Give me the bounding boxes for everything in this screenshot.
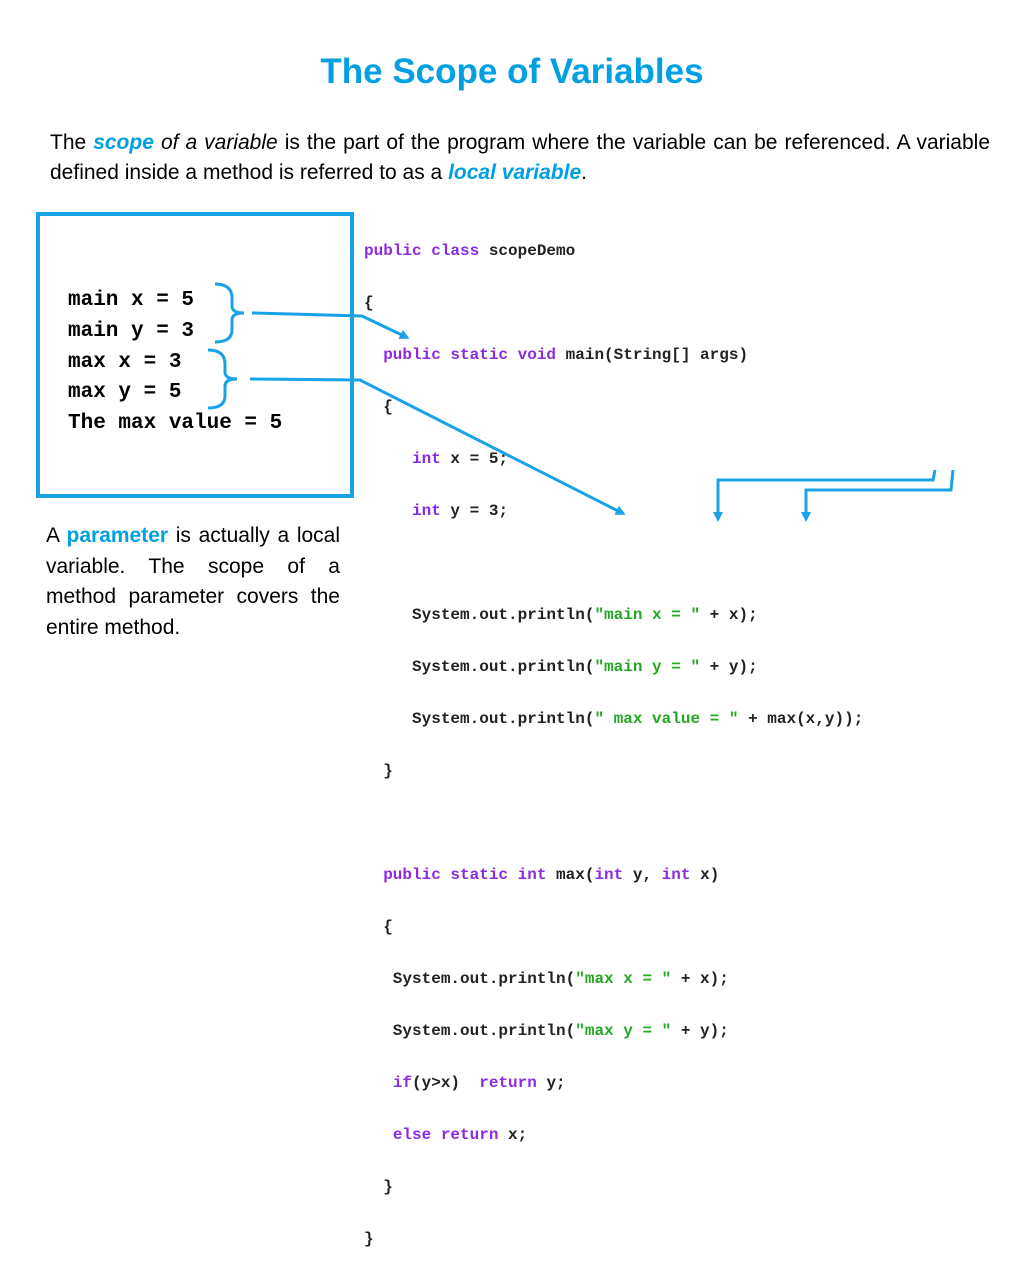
code-string: "main x = " bbox=[594, 606, 701, 624]
output-line: main x = 5 bbox=[68, 289, 195, 312]
output-line: max y = 5 bbox=[68, 381, 182, 405]
code-text: main(String[] args) bbox=[556, 346, 749, 364]
code-line: } bbox=[364, 1230, 374, 1248]
local-variable-keyword: local variable bbox=[448, 161, 582, 184]
code-line: { bbox=[364, 918, 393, 936]
arrow-x-to-param-y bbox=[713, 469, 937, 522]
code-text: y = 3; bbox=[440, 502, 509, 520]
intro-text-1: The bbox=[50, 131, 94, 154]
arrow-y-to-param-x bbox=[801, 469, 955, 522]
intro-text-3: is the part of the program where the var… bbox=[50, 131, 990, 184]
param-text-1: A bbox=[46, 524, 67, 547]
annotation-arrows bbox=[207, 282, 955, 522]
code-keyword: return bbox=[479, 1074, 537, 1092]
of-a-variable-text: of a variable bbox=[160, 131, 278, 154]
code-keyword: int bbox=[412, 450, 441, 468]
scope-keyword: scope bbox=[93, 131, 154, 154]
code-line: } bbox=[364, 1178, 393, 1196]
parameter-keyword: parameter bbox=[66, 524, 169, 547]
code-string: "max y = " bbox=[575, 1022, 672, 1040]
intro-text-4: . bbox=[581, 161, 587, 184]
code-keyword: int bbox=[594, 866, 624, 884]
code-keyword: if bbox=[392, 1074, 413, 1092]
parameter-note: A parameter is actually a local variable… bbox=[46, 521, 340, 643]
code-line: { bbox=[364, 398, 393, 416]
output-line: The max value = 5 bbox=[68, 412, 283, 436]
code-keyword: int bbox=[661, 866, 691, 884]
output-line: main y = 3 bbox=[68, 319, 195, 343]
code-line-main-signature: public static void main(String[] args) bbox=[364, 342, 863, 368]
code-line-int-x: int x = 5; bbox=[364, 446, 863, 472]
arrow-main-to-locals bbox=[251, 311, 410, 339]
code-line-println: System.out.println("max x = " + x); bbox=[364, 970, 729, 988]
code-line-println: System.out.println("max y = " + y); bbox=[364, 1022, 729, 1040]
param-text-2: is actually a local variable. The scope … bbox=[46, 524, 341, 639]
intro-paragraph: The scope of a variable is the part of t… bbox=[50, 128, 990, 188]
brace-main-icon bbox=[214, 282, 245, 344]
code-keyword: public static int bbox=[383, 866, 547, 884]
program-output: main x = 5 main y = 3 max x = 3 max y = 5 Th… bbox=[68, 286, 282, 440]
code-line-println: System.out.println("main y = " + y); bbox=[364, 658, 758, 676]
code-line-int-y: int y = 3; bbox=[364, 498, 863, 524]
code-line-class: public class scopeDemo bbox=[364, 238, 863, 264]
code-string: "max x = " bbox=[575, 970, 672, 988]
brace-max-icon bbox=[207, 348, 238, 410]
output-line: max x = 3 bbox=[68, 350, 182, 374]
code-keyword: public class bbox=[364, 242, 480, 260]
code-keyword: public static void bbox=[383, 346, 557, 364]
code-keyword: else return bbox=[392, 1126, 499, 1144]
code-line-max-signature: public static int max(int y, int x) bbox=[383, 866, 720, 884]
code-text: scopeDemo bbox=[479, 242, 576, 260]
code-text: x = 5; bbox=[440, 450, 509, 468]
arrow-max-to-method bbox=[249, 377, 626, 515]
code-line-if: if(y>x) return y; bbox=[392, 1074, 566, 1092]
code-line-println: System.out.println(" max value = " + max… bbox=[364, 710, 864, 728]
code-line-println: System.out.println("main x = " + x); bbox=[364, 606, 758, 624]
code-string: " max value = " bbox=[594, 710, 739, 728]
slide-title: The Scope of Variables bbox=[320, 52, 704, 91]
code-line-else: else return x; bbox=[392, 1126, 528, 1144]
code-string: "main y = " bbox=[594, 658, 701, 676]
code-line: { bbox=[364, 294, 374, 312]
code-keyword: int bbox=[412, 502, 441, 520]
code-line-blank bbox=[364, 810, 863, 836]
output-box bbox=[36, 212, 354, 498]
